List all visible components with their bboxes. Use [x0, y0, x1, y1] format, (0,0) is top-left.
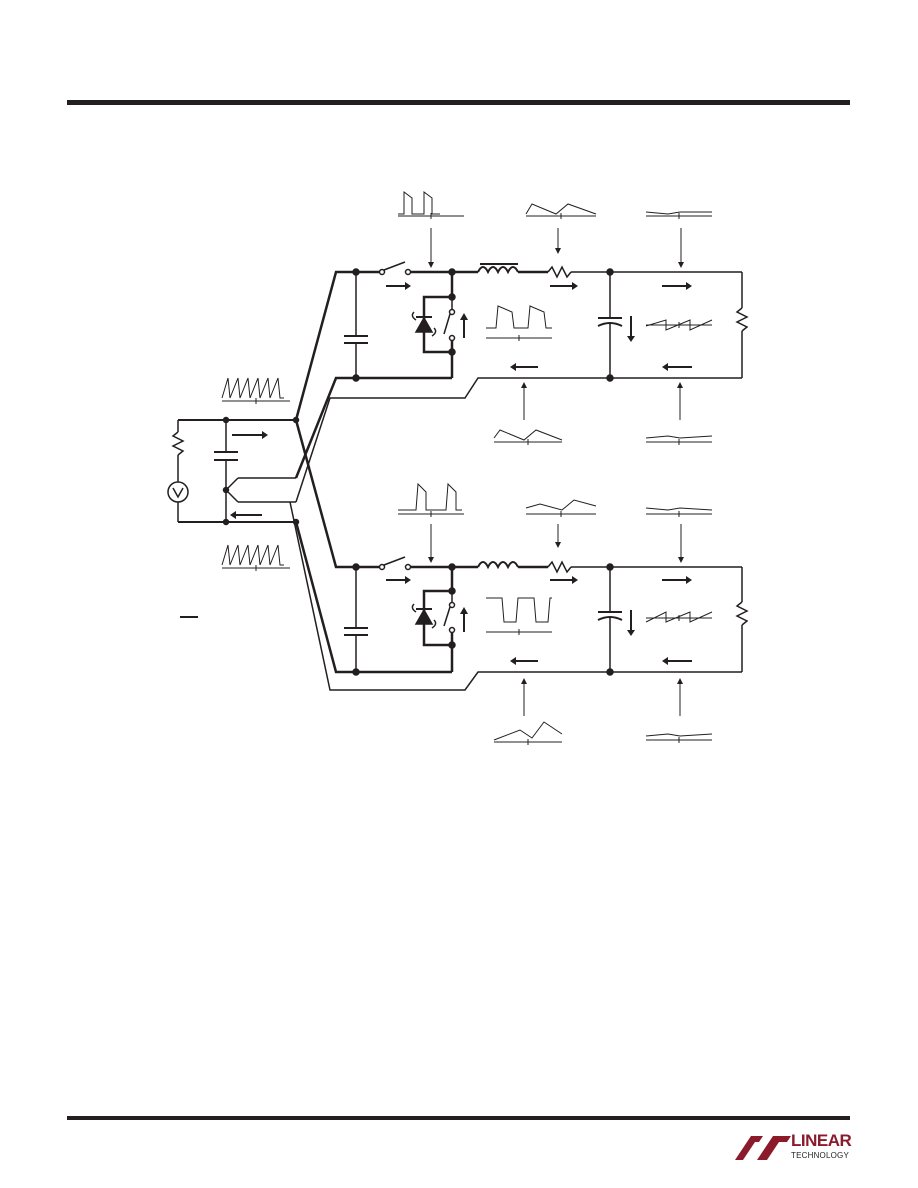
phase2-inductor	[477, 561, 519, 570]
phase1-diode-icon	[414, 316, 434, 333]
phase-2-probe-waveforms	[398, 482, 713, 745]
footer-rule	[67, 1116, 850, 1120]
source-resistor	[171, 431, 185, 456]
logo-wordmark: LINEAR	[791, 1131, 852, 1150]
input-current-waveform-top	[221, 377, 290, 404]
phase-1-probe-waveforms	[398, 191, 713, 445]
phase1-inductor	[477, 266, 519, 275]
phase1-load-resistor	[735, 307, 749, 332]
crossing-connections	[289, 270, 610, 691]
voltage-source-icon	[167, 481, 189, 503]
logo-subtitle: TECHNOLOGY	[791, 1151, 850, 1160]
phase-1-stage	[344, 261, 749, 382]
phase2-top-switch	[383, 556, 406, 566]
phase2-load-resistor	[735, 601, 749, 626]
phase2-sense-resistor	[547, 560, 572, 574]
phase2-diode-icon	[414, 608, 434, 625]
input-source-section	[167, 377, 296, 618]
input-current-waveform-bottom	[221, 544, 290, 571]
phase2-bottom-switch	[443, 606, 451, 627]
phase1-sense-resistor	[547, 265, 572, 279]
phase1-bottom-switch	[443, 313, 451, 335]
linear-technology-logo-icon	[735, 1136, 791, 1160]
phase-2-stage	[344, 556, 749, 676]
phase1-top-switch	[383, 261, 406, 271]
header-rule	[67, 100, 850, 105]
